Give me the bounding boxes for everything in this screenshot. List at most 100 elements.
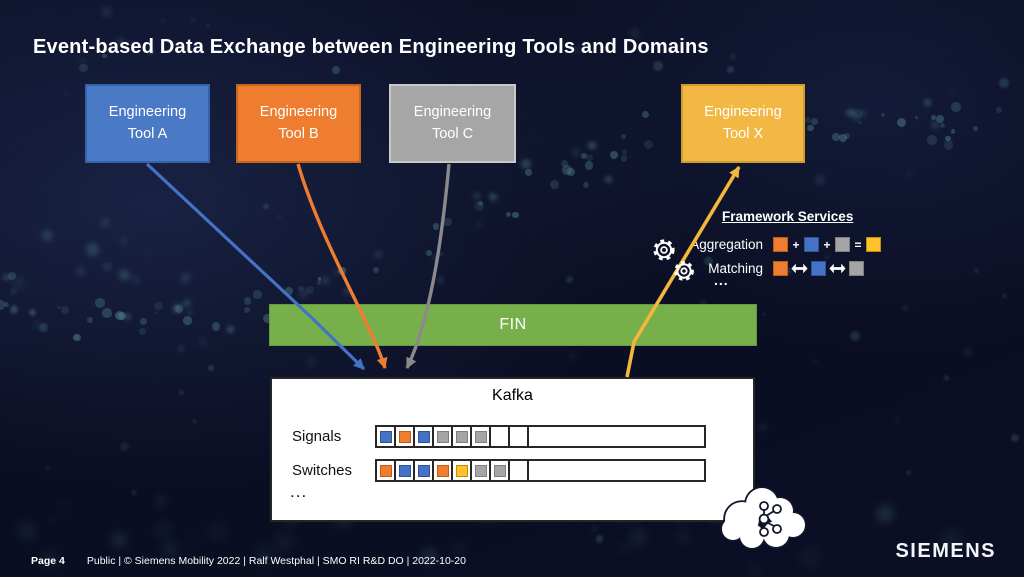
bg-dot [227,326,235,334]
bg-dot [951,129,956,134]
bg-dot [85,242,100,256]
framework-square-yellow [866,237,881,252]
bg-dot [807,124,814,132]
bg-dot [802,549,819,566]
bg-dot [120,238,127,244]
tool-label-line2: Tool X [722,125,764,142]
footer: Page 4 Public | © Siemens Mobility 2022 … [0,555,466,567]
bg-dot [620,155,628,162]
double-arrow-icon [829,263,846,274]
bg-dot [128,39,135,46]
bg-dot [931,115,937,121]
bg-dot [2,273,11,282]
bg-dot [832,133,841,141]
bg-dot [1011,433,1020,442]
bg-dot [582,181,590,189]
bg-dot [974,268,980,274]
bg-dot [154,311,158,315]
bg-dot [101,218,110,227]
bg-dot [561,160,568,168]
bg-dot [421,546,439,565]
event-square-gray [493,464,506,477]
event-cell-empty [510,427,529,446]
bg-dot [180,273,191,284]
event-square-orange [436,464,449,477]
bg-dot [208,365,214,372]
bg-dot [156,522,172,538]
bg-dot [343,288,350,295]
bg-dot [727,65,735,73]
bg-dot [618,542,630,554]
event-cell-gray [434,427,453,446]
bg-dot [131,490,137,496]
bg-dot [621,134,627,139]
double-arrow-icon [791,263,808,274]
bg-dot [730,54,736,60]
bg-dot [139,318,147,326]
bg-dot [0,300,6,311]
bg-dot [87,317,94,324]
bg-dot [95,298,105,308]
event-square-gray [436,430,449,443]
bg-dot [119,269,130,281]
bg-dot [176,344,186,354]
bg-dot [948,89,956,97]
bg-dot [676,530,691,545]
event-cell-blue [415,461,434,480]
bg-dot [927,135,937,145]
framework-row-items [773,261,864,276]
bg-dot [9,305,19,314]
bg-dot [682,534,686,538]
bg-dot [12,307,16,311]
bg-dot [306,285,315,294]
bg-dot [580,153,587,159]
bg-dot [42,552,57,567]
event-cell-yellow [453,461,472,480]
bg-dot [562,165,572,175]
bg-dot [571,148,581,157]
bg-dot [748,565,759,576]
bg-dot [42,230,53,242]
bg-dot [812,358,818,365]
bg-dot [850,331,860,341]
event-square-blue [398,464,411,477]
event-cell-empty-tail [529,427,704,446]
bg-dot [101,7,112,17]
bg-dot [57,305,61,310]
bg-dot [858,120,862,125]
bg-dot [506,211,512,218]
bg-dot [110,531,127,548]
bg-dot [439,252,444,257]
bg-dot [998,77,1010,88]
bg-dot [206,23,210,28]
bg-dot [489,193,498,202]
bg-dot [193,419,197,423]
kafka-topic-track-signals [375,425,706,448]
bg-dot [567,168,575,176]
bg-dot [931,121,939,129]
bg-dot [895,418,900,423]
bg-dot [77,268,85,276]
bg-dot [262,203,269,210]
event-square-orange [379,464,392,477]
bg-dot [198,337,207,346]
kafka-more-topics: ... [290,482,308,501]
event-cell-empty [491,427,510,446]
bg-dot [762,313,766,316]
bg-dot [549,179,560,190]
event-cell-empty [510,461,529,480]
framework-row-label: Aggregation [690,237,763,252]
kafka-box: Kafka Signals Switches ... [270,377,755,522]
bg-dot [298,285,304,291]
bg-dot [914,115,919,120]
bg-dot [584,161,593,170]
bg-dot [605,175,612,183]
bg-dot [935,114,945,123]
event-cell-empty-tail [529,461,704,480]
bg-dot [896,117,907,128]
bg-dot [621,149,627,155]
bg-dot [115,311,125,321]
bg-dot [652,61,663,72]
bg-dot [187,536,199,547]
bg-dot [844,109,851,116]
